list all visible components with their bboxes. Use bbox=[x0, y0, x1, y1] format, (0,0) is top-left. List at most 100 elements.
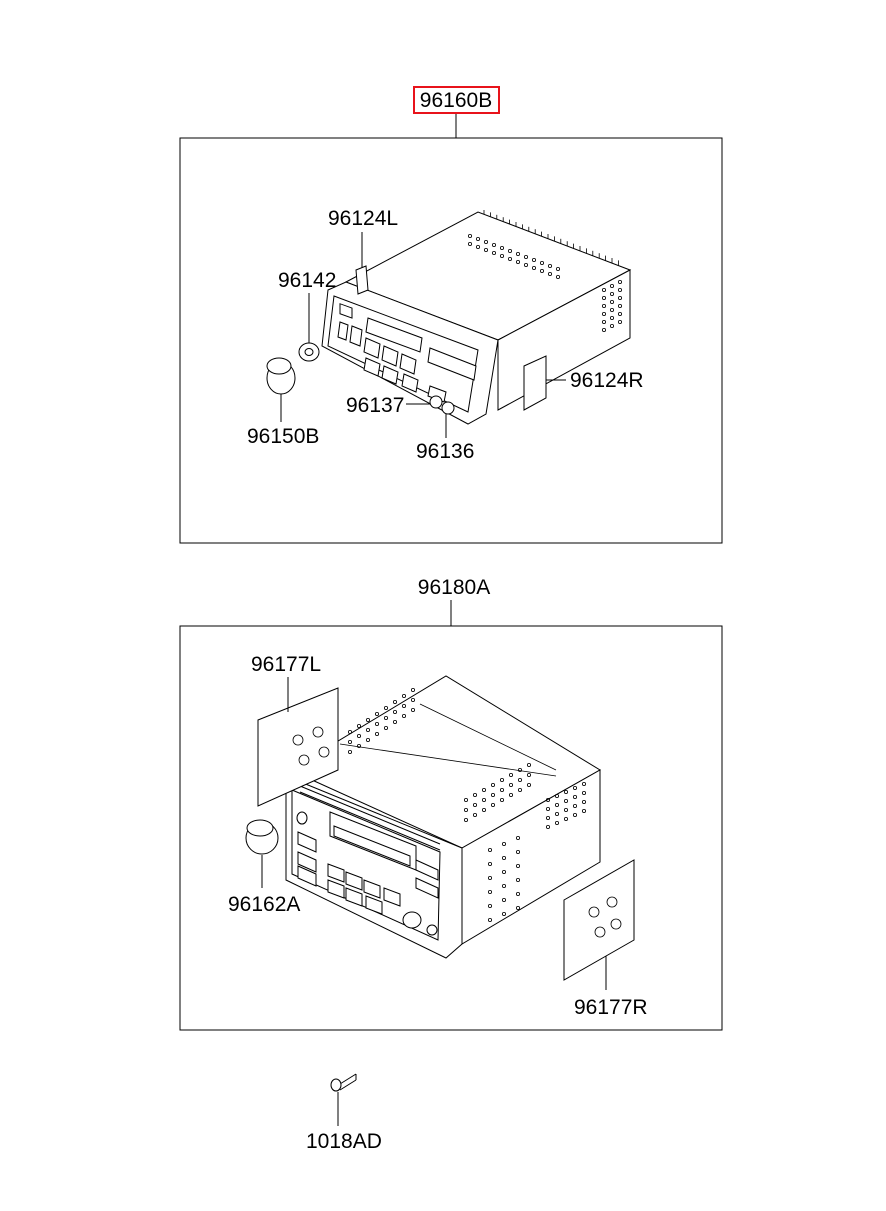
vent-hole bbox=[548, 271, 553, 276]
vent-hole bbox=[618, 279, 623, 284]
vent-hole bbox=[374, 722, 379, 727]
vent-hole bbox=[618, 287, 623, 292]
vent-hole bbox=[347, 750, 352, 755]
vent-hole bbox=[527, 763, 532, 768]
vent-hole bbox=[491, 250, 496, 255]
vent-hole bbox=[516, 836, 521, 841]
vent-hole bbox=[618, 303, 623, 308]
label-96162a[interactable]: 96162A bbox=[228, 893, 300, 916]
vent-hole bbox=[573, 813, 578, 818]
label-96160b[interactable]: 96160B bbox=[420, 89, 492, 112]
assembly-96160b-highlight-box[interactable] bbox=[413, 86, 500, 114]
vent-hole bbox=[507, 248, 512, 253]
vent-hole bbox=[518, 788, 523, 793]
vent-hole bbox=[564, 817, 569, 822]
vent-hole bbox=[555, 803, 560, 808]
vent-hole bbox=[483, 239, 488, 244]
vent-hole bbox=[374, 732, 379, 737]
vent-hole bbox=[548, 263, 553, 268]
label-96136[interactable]: 96136 bbox=[416, 440, 474, 463]
label-96177l[interactable]: 96177L bbox=[251, 653, 321, 676]
vent-hole bbox=[490, 803, 495, 808]
vent-hole bbox=[383, 716, 388, 721]
vent-hole bbox=[532, 257, 537, 262]
vent-hole bbox=[564, 799, 569, 804]
vent-hole bbox=[518, 768, 523, 773]
label-1018ad[interactable]: 1018AD bbox=[306, 1130, 382, 1153]
vent-hole bbox=[527, 773, 532, 778]
vent-hole bbox=[555, 821, 560, 826]
vent-hole bbox=[467, 241, 472, 246]
vent-hole bbox=[602, 295, 607, 300]
vent-hole bbox=[618, 311, 623, 316]
vent-hole bbox=[410, 688, 415, 693]
label-96177r[interactable]: 96177R bbox=[574, 996, 648, 1019]
vent-hole bbox=[472, 803, 477, 808]
vent-hole bbox=[516, 864, 521, 869]
label-96124l[interactable]: 96124L bbox=[328, 207, 398, 230]
label-96150b[interactable]: 96150B bbox=[247, 425, 319, 448]
vent-hole bbox=[499, 788, 504, 793]
vent-hole bbox=[516, 892, 521, 897]
vent-hole bbox=[501, 912, 506, 917]
vent-hole bbox=[582, 800, 587, 805]
vent-hole bbox=[540, 268, 545, 273]
vent-hole bbox=[501, 884, 506, 889]
vent-hole bbox=[508, 773, 513, 778]
vent-hole bbox=[555, 794, 560, 799]
vent-hole bbox=[540, 260, 545, 265]
vent-hole bbox=[610, 323, 615, 328]
vent-hole bbox=[499, 245, 504, 250]
label-96124r[interactable]: 96124R bbox=[570, 369, 644, 392]
vent-hole bbox=[347, 730, 352, 735]
vent-hole bbox=[356, 744, 361, 749]
vent-hole bbox=[610, 299, 615, 304]
vent-hole bbox=[618, 319, 623, 324]
vent-hole bbox=[499, 778, 504, 783]
vent-hole bbox=[501, 870, 506, 875]
vent-hole bbox=[508, 793, 513, 798]
vent-hole bbox=[374, 712, 379, 717]
vent-hole bbox=[392, 700, 397, 705]
vent-hole bbox=[490, 783, 495, 788]
vent-hole bbox=[516, 878, 521, 883]
vent-hole bbox=[491, 242, 496, 247]
bracket-96177r bbox=[563, 859, 635, 981]
vent-hole bbox=[490, 793, 495, 798]
vent-hole bbox=[602, 311, 607, 316]
vent-hole bbox=[546, 807, 551, 812]
vent-hole bbox=[610, 283, 615, 288]
vent-hole bbox=[356, 724, 361, 729]
vent-hole bbox=[501, 898, 506, 903]
vent-hole bbox=[573, 786, 578, 791]
vent-hole bbox=[481, 788, 486, 793]
vent-hole bbox=[365, 718, 370, 723]
label-96142[interactable]: 96142 bbox=[278, 269, 336, 292]
label-96180a[interactable]: 96180A bbox=[418, 576, 490, 599]
knob-96150b bbox=[266, 357, 296, 395]
vent-hole bbox=[347, 740, 352, 745]
vent-hole bbox=[475, 236, 480, 241]
bracket-holes bbox=[292, 726, 622, 938]
vent-hole bbox=[516, 850, 521, 855]
vent-hole bbox=[472, 793, 477, 798]
bracket-96124r bbox=[523, 355, 547, 411]
shaft-96136 bbox=[441, 401, 455, 415]
vent-hole bbox=[546, 816, 551, 821]
vent-hole bbox=[463, 798, 468, 803]
vent-hole bbox=[463, 818, 468, 823]
vent-hole bbox=[475, 244, 480, 249]
vent-hole bbox=[483, 247, 488, 252]
label-96137[interactable]: 96137 bbox=[346, 394, 404, 417]
vent-hole bbox=[602, 327, 607, 332]
vent-hole bbox=[618, 295, 623, 300]
shaft-96137 bbox=[429, 395, 443, 409]
vent-hole bbox=[582, 782, 587, 787]
bracket-96177l bbox=[257, 687, 339, 807]
vent-hole bbox=[383, 726, 388, 731]
vent-hole bbox=[508, 783, 513, 788]
vent-hole bbox=[582, 791, 587, 796]
vent-hole bbox=[573, 795, 578, 800]
vent-hole bbox=[356, 734, 361, 739]
vent-hole bbox=[401, 714, 406, 719]
